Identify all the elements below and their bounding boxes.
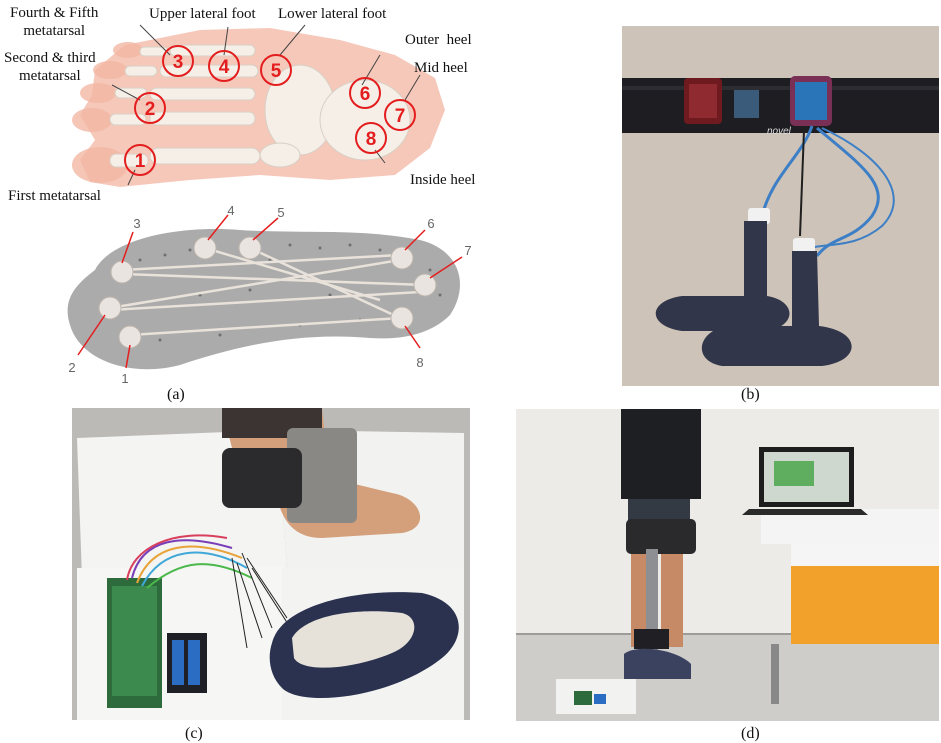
- svg-text:7: 7: [395, 106, 406, 127]
- svg-text:3: 3: [173, 52, 184, 73]
- svg-text:1: 1: [135, 151, 146, 172]
- panel-a: 1 2 3 4 5 6 7 8 Fourth & Fifth metatarsa…: [0, 0, 500, 405]
- foot-marker-8: [355, 122, 387, 154]
- svg-text:novel: novel: [767, 126, 792, 137]
- svg-text:8: 8: [366, 129, 377, 150]
- svg-text:4: 4: [219, 57, 230, 78]
- svg-text:2: 2: [68, 360, 75, 375]
- svg-text:3: 3: [133, 216, 140, 231]
- svg-text:6: 6: [427, 216, 434, 231]
- panel-d-photo: [516, 409, 939, 721]
- foot-sensor-markers: [124, 45, 416, 176]
- svg-text:5: 5: [271, 61, 282, 82]
- foot-marker-7: [384, 99, 416, 131]
- svg-text:8: 8: [416, 355, 423, 370]
- label-lower-lateral-foot: Lower lateral foot: [278, 6, 387, 22]
- insole-system-photo: novel: [622, 26, 939, 386]
- caption-b: (b): [741, 386, 760, 403]
- label-inside-heel: Inside heel: [410, 172, 476, 188]
- foot-marker-2: [134, 92, 166, 124]
- insole-figure: 1 2 3 4 5 6 7 8: [67, 203, 472, 385]
- panel-c-photo: [72, 408, 470, 720]
- subject-walking-test-photo: [516, 409, 939, 721]
- svg-text:5: 5: [277, 205, 284, 220]
- caption-c: (c): [185, 725, 203, 742]
- label-mid-heel: Mid heel: [414, 60, 468, 76]
- label-outer-heel: Outer heel: [405, 32, 472, 48]
- svg-text:6: 6: [360, 84, 371, 105]
- prototype-hardware-photo: [72, 408, 470, 720]
- panel-b-photo: novel: [622, 26, 939, 386]
- foot-marker-3: [162, 45, 194, 77]
- foot-anatomy-figure: 1 2 3 4 5 6 7 8: [72, 24, 445, 187]
- svg-text:4: 4: [227, 203, 234, 218]
- svg-text:7: 7: [464, 243, 471, 258]
- label-upper-lateral-foot: Upper lateral foot: [149, 6, 256, 22]
- label-first-metatarsal: First metatarsal: [8, 188, 101, 204]
- caption-d: (d): [741, 725, 760, 742]
- svg-text:2: 2: [145, 99, 156, 120]
- caption-a: (a): [167, 386, 185, 403]
- label-second-third-metatarsal: Second & third metatarsal: [4, 50, 96, 84]
- foot-marker-1: [124, 144, 156, 176]
- svg-text:1: 1: [121, 371, 128, 385]
- label-fourth-fifth-metatarsal: Fourth & Fifth metatarsal: [10, 5, 99, 39]
- foot-marker-5: [260, 54, 292, 86]
- foot-marker-4: [208, 50, 240, 82]
- foot-marker-6: [349, 77, 381, 109]
